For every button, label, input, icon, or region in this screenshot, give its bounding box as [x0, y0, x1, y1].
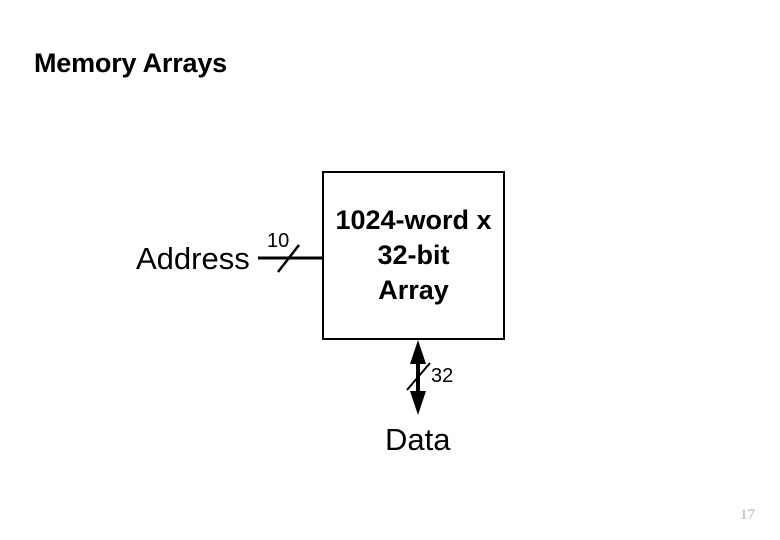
data-bus-width-label: 32 [431, 365, 454, 387]
data-arrowhead-up-icon [410, 340, 426, 364]
data-arrowhead-down-icon [410, 391, 426, 415]
memory-block-line-1: 1024-word x [335, 205, 492, 235]
data-port-label: Data [385, 422, 451, 457]
address-port-label: Address [136, 241, 250, 276]
memory-array-block: 1024-word x 32-bit Array [322, 171, 505, 340]
address-bus-width-label: 10 [267, 230, 290, 252]
memory-block-line-2: 32-bit [377, 240, 450, 270]
page-title: Memory Arrays [34, 48, 227, 78]
page-number: 17 [740, 507, 755, 523]
memory-block-line-3: Array [378, 275, 449, 305]
data-bus-slash-icon [406, 362, 431, 391]
address-bus-slash-icon [277, 244, 300, 273]
